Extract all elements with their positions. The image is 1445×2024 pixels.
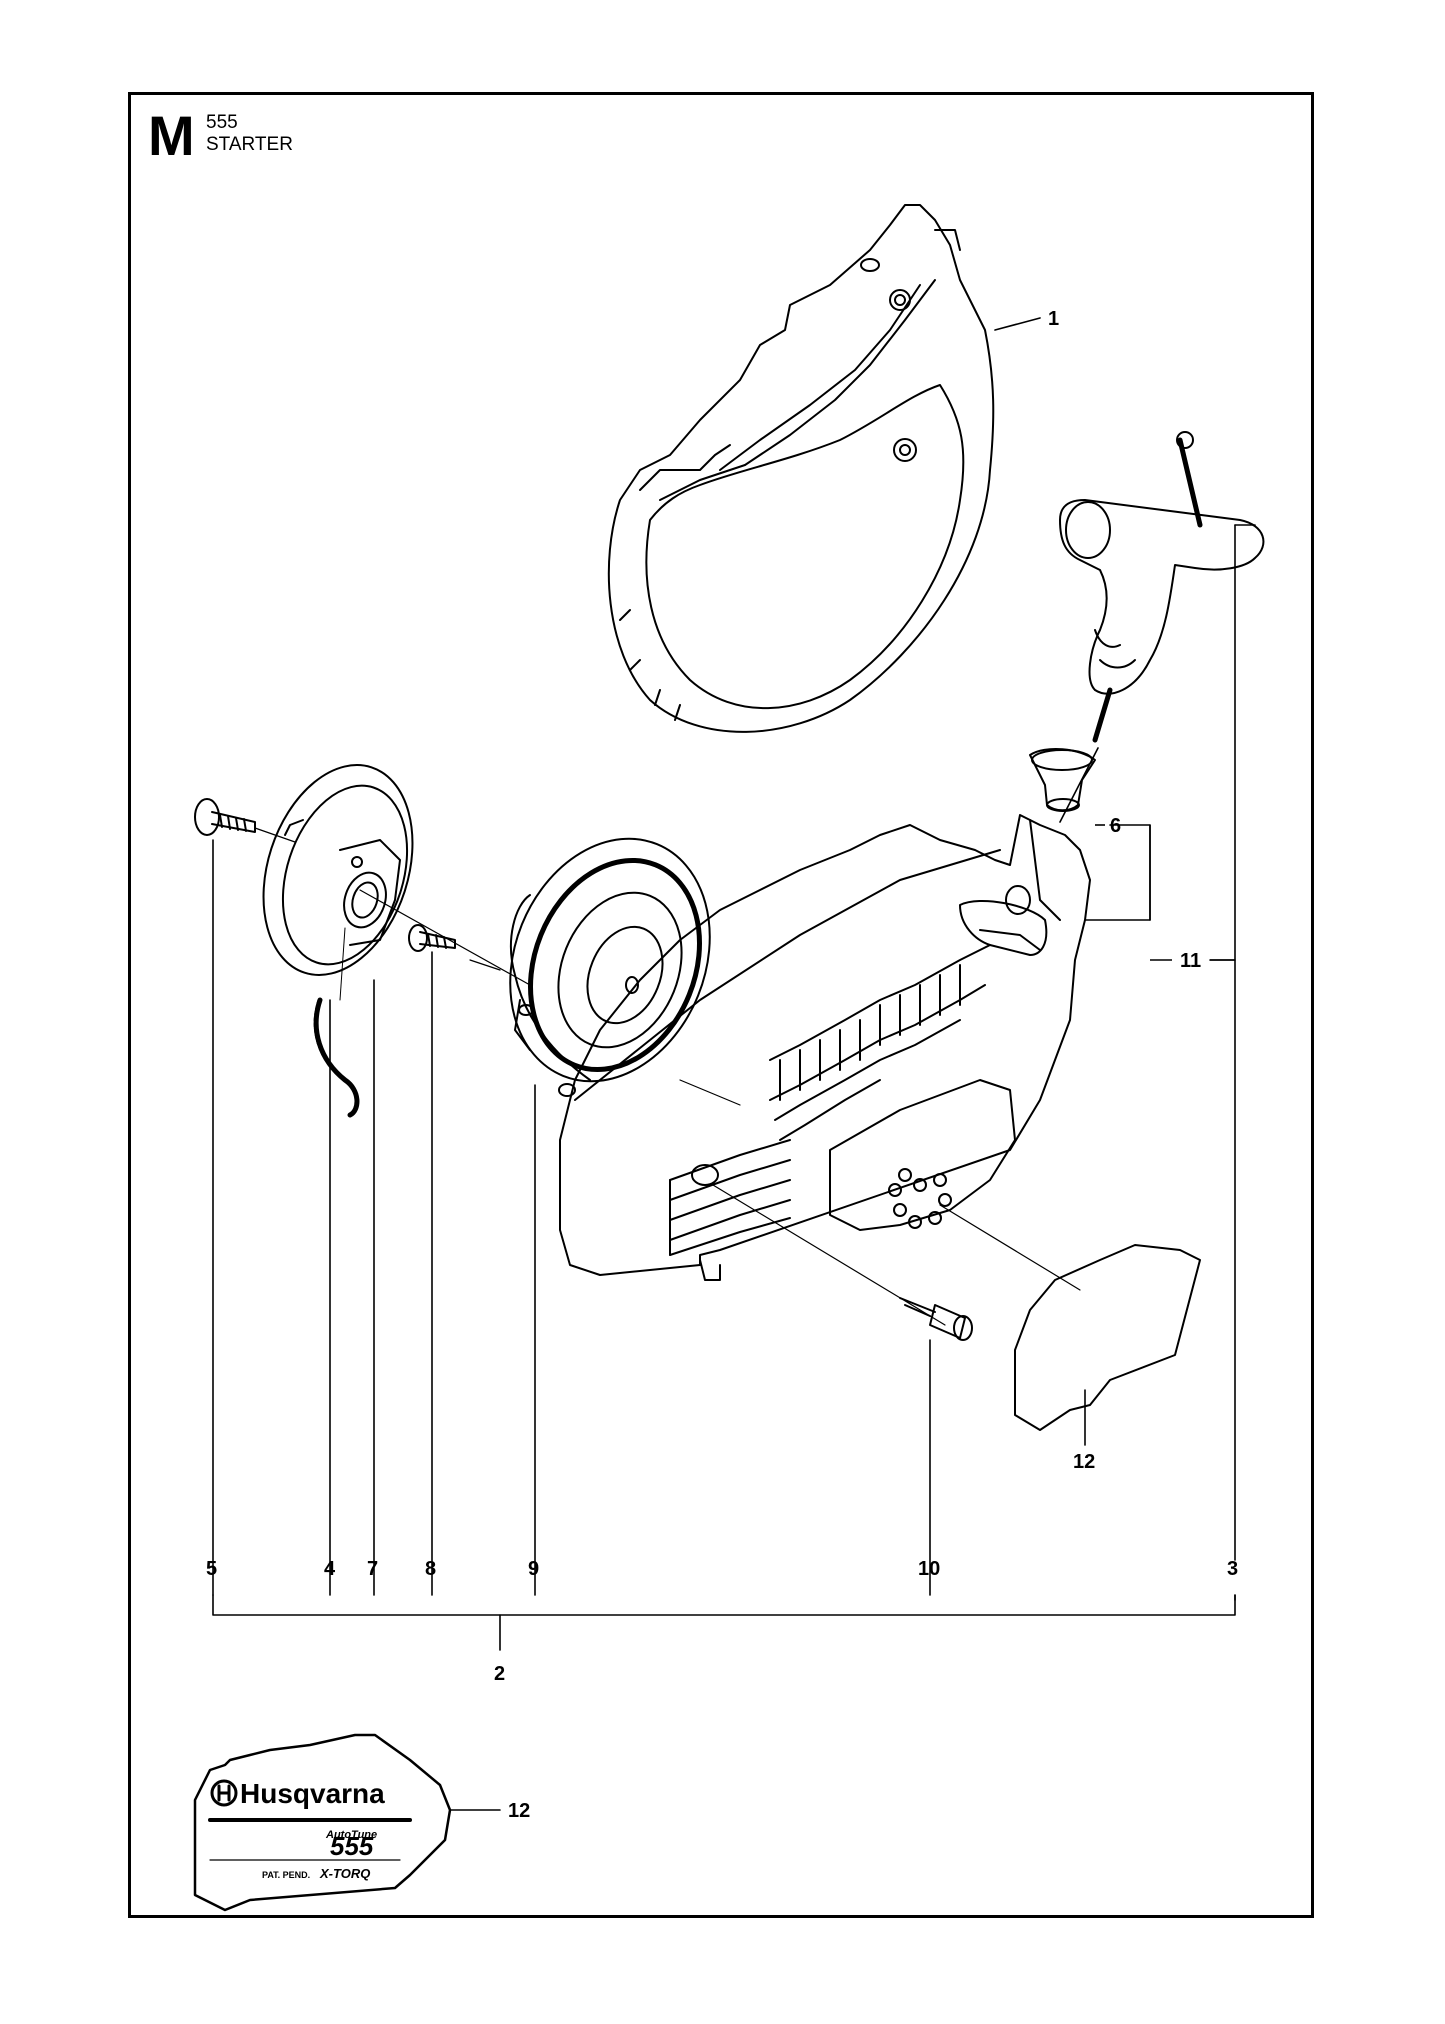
part-10-screw xyxy=(712,1184,973,1596)
callout-7: 7 xyxy=(367,1558,378,1580)
callout-4: 4 xyxy=(324,1558,336,1580)
part-7-washer xyxy=(359,889,531,1596)
callout-1: 1 xyxy=(1048,308,1059,330)
decal-xtorq: X-TORQ xyxy=(319,1866,370,1881)
section-title: STARTER xyxy=(206,134,293,155)
callout-2: 2 xyxy=(494,1663,505,1685)
callout-9: 9 xyxy=(528,1558,539,1580)
callout-8: 8 xyxy=(425,1558,436,1580)
callout-12-exploded: 12 xyxy=(1073,1451,1095,1473)
cooling-vent-lower xyxy=(669,1139,791,1256)
model-number: 555 xyxy=(206,112,238,133)
decal-pat-pend: PAT. PEND. xyxy=(262,1870,310,1880)
part-1-cover-plate xyxy=(607,204,1041,733)
section-letter: M xyxy=(148,104,195,167)
decal-text-group: Husqvarna AutoTune 555 PAT. PEND. X-TORQ xyxy=(240,1778,385,1881)
callout-3: 3 xyxy=(1227,1558,1238,1580)
decal-detail-part-12 xyxy=(193,1733,501,1912)
callout-10: 10 xyxy=(918,1558,940,1580)
callout-11: 11 xyxy=(1180,950,1201,972)
decal-recess xyxy=(829,1079,1016,1231)
decal-autotune: AutoTune xyxy=(325,1829,377,1841)
decal-brand: Husqvarna xyxy=(240,1778,385,1809)
part-6-rope-guide xyxy=(1029,748,1096,812)
part-8-center-screw xyxy=(408,924,456,1596)
callout-5: 5 xyxy=(206,1558,217,1580)
part-11-starter-housing xyxy=(559,814,1151,1281)
part-4-rope-pulley xyxy=(262,764,414,1596)
part-5-screw xyxy=(194,798,296,1596)
drawing-frame xyxy=(128,92,1314,1918)
husqvarna-logo-icon xyxy=(210,1779,238,1807)
assembly-bracket-part-2 xyxy=(212,524,1256,1651)
part-9-spring-cassette xyxy=(469,837,741,1596)
callout-6: 6 xyxy=(1110,815,1121,837)
cooling-vent-upper xyxy=(769,944,991,1141)
decal-model: 555 xyxy=(330,1831,374,1861)
callout-12-decal: 12 xyxy=(508,1800,530,1822)
part-12-decal-exploded xyxy=(939,1204,1201,1446)
